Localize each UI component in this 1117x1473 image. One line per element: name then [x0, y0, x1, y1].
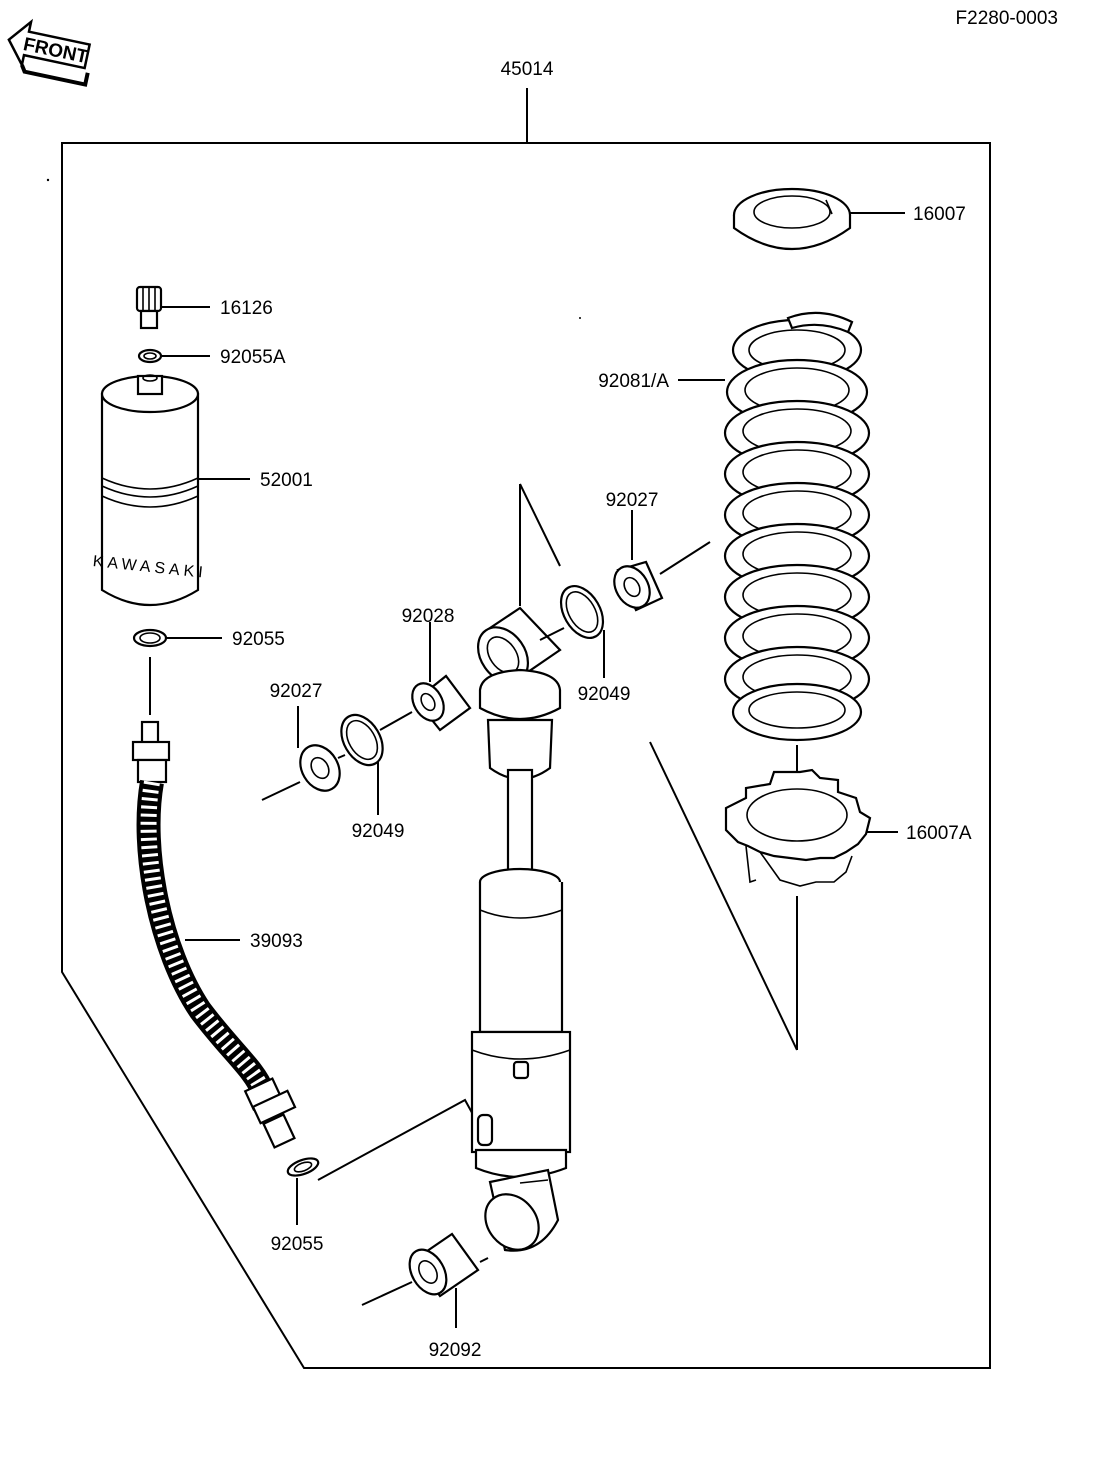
- front-arrow-icon: FRONT: [7, 18, 92, 87]
- label-16126: 16126: [220, 298, 273, 319]
- hose-part: [131, 720, 297, 1149]
- assembly-frame: [61, 142, 991, 1369]
- label-92027-left: 92027: [270, 681, 323, 702]
- washer-92027-left: [299, 744, 341, 792]
- coil-spring-92081a: [723, 311, 871, 742]
- collar-92028: [411, 674, 472, 732]
- collar-92092: [408, 1232, 480, 1298]
- adjuster-nut-16007a: [724, 768, 872, 887]
- label-52001: 52001: [260, 470, 313, 491]
- assembly-number-label: 45014: [501, 59, 554, 80]
- label-16007: 16007: [913, 204, 966, 225]
- o-ring-92055-bottom: [286, 1157, 320, 1177]
- label-92027-right: 92027: [606, 490, 659, 511]
- label-39093: 39093: [250, 931, 303, 952]
- label-92081a: 92081/A: [598, 371, 669, 392]
- label-92049-right: 92049: [578, 684, 631, 705]
- drawing-code: F2280-0003: [956, 8, 1058, 29]
- label-92055-top: 92055: [232, 629, 285, 650]
- label-92028: 92028: [402, 606, 455, 627]
- label-92055-bottom: 92055: [271, 1234, 324, 1255]
- o-ring-92055a: [137, 348, 163, 364]
- spring-seat-16007: [732, 187, 852, 251]
- label-16007a: 16007A: [906, 823, 972, 844]
- seal-92049-left: [340, 713, 384, 767]
- seal-92049-right: [559, 585, 605, 639]
- shock-body-part: [470, 606, 572, 1252]
- air-valve-part: [135, 285, 163, 330]
- label-92055a: 92055A: [220, 347, 286, 368]
- reservoir-part: KAWASAKI: [92, 374, 208, 606]
- label-92092: 92092: [429, 1340, 482, 1361]
- washer-92027-right: [613, 560, 664, 612]
- label-92049-left: 92049: [352, 821, 405, 842]
